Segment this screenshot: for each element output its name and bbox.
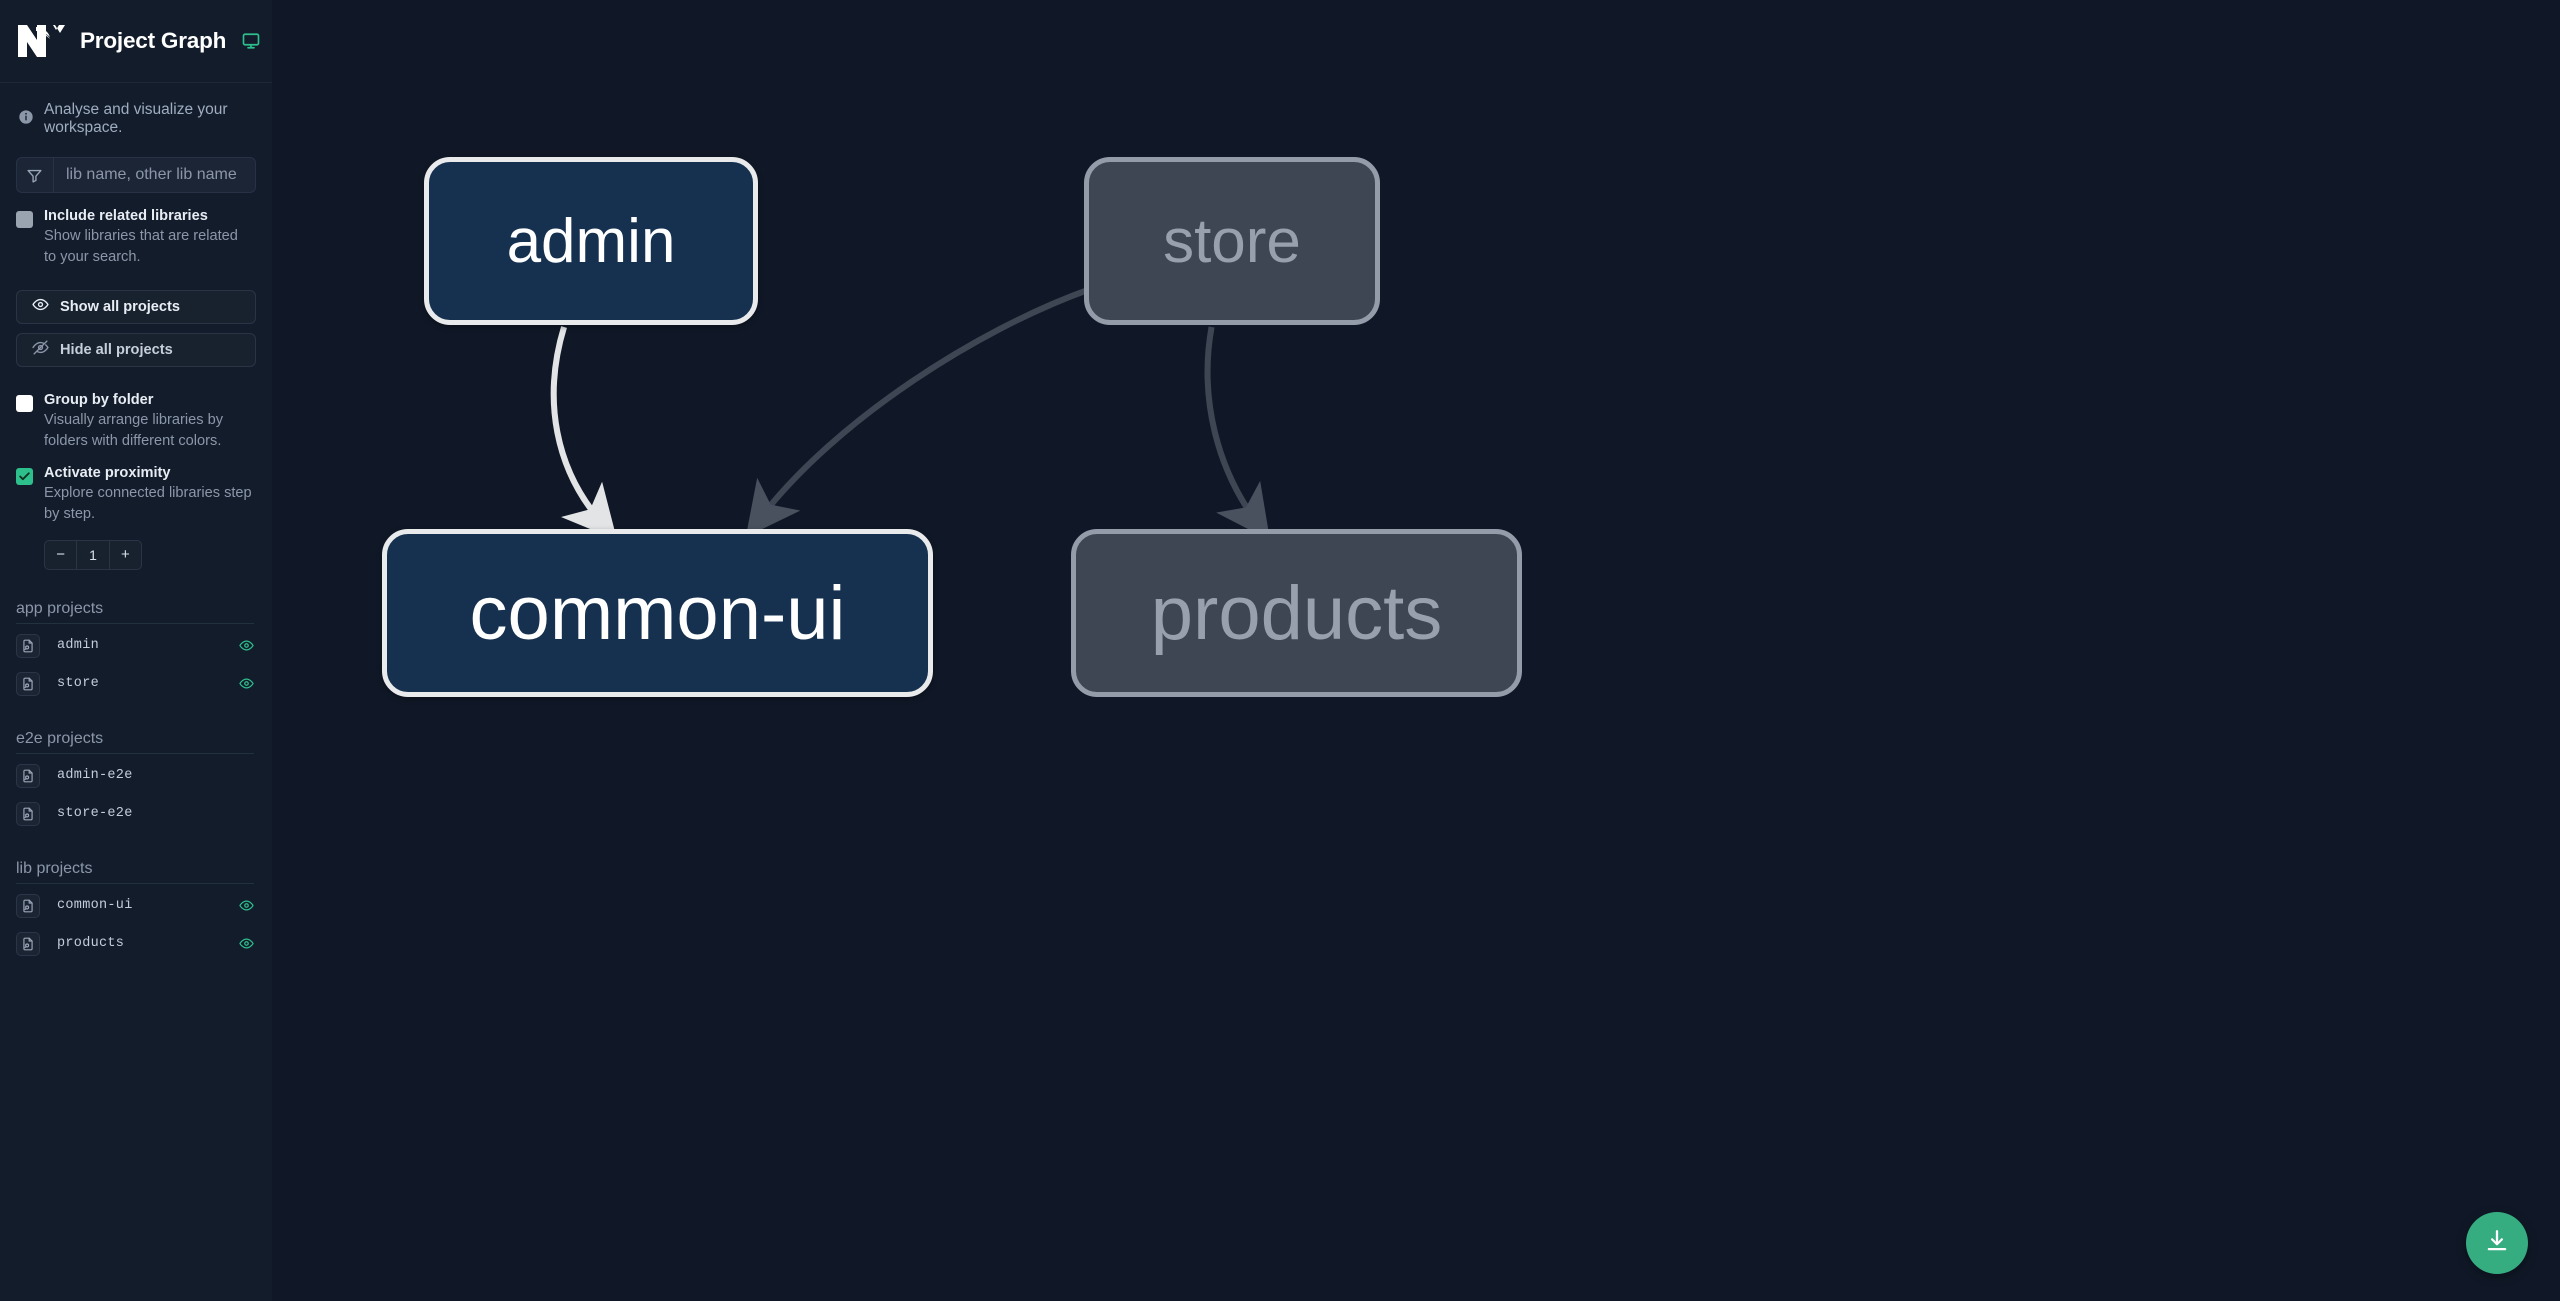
eye-icon[interactable] [239, 898, 254, 913]
download-button[interactable] [2466, 1212, 2528, 1274]
project-name: admin-e2e [57, 768, 133, 784]
graph-node-label: admin [506, 206, 676, 276]
project-row-common-ui[interactable]: common-ui [16, 890, 254, 922]
search-box[interactable] [16, 157, 256, 193]
download-icon [2484, 1228, 2510, 1259]
project-name: store [57, 676, 100, 692]
group-title: e2e projects [16, 729, 104, 747]
option-include-related-libraries[interactable]: Include related libraries Show libraries… [0, 193, 272, 269]
project-file-icon [16, 931, 40, 956]
graph-node-label: store [1163, 206, 1301, 276]
graph-node-products[interactable]: products [1071, 529, 1522, 697]
graph-node-store[interactable]: store [1084, 157, 1380, 325]
sidebar-header: Project Graph [0, 0, 272, 83]
show-all-projects-label: Show all projects [60, 298, 181, 315]
project-row-store-e2e[interactable]: store-e2e [16, 798, 254, 830]
edge-store-to-common-ui [745, 287, 1089, 538]
group-app-projects: app projects admin [0, 600, 272, 700]
project-file-icon [16, 671, 40, 696]
project-file-icon [16, 633, 40, 658]
hide-all-projects-label: Hide all projects [60, 341, 173, 358]
project-file-icon [16, 763, 40, 788]
proximity-decrement-button[interactable]: − [56, 546, 66, 564]
search-input[interactable] [53, 158, 255, 192]
graph-node-common-ui[interactable]: common-ui [382, 529, 933, 697]
monitor-icon[interactable] [242, 32, 260, 50]
include-related-libraries-checkbox[interactable] [16, 211, 33, 228]
activate-proximity-checkbox[interactable] [16, 468, 33, 486]
option-label: Activate proximity [44, 465, 171, 482]
group-title: lib projects [16, 859, 93, 877]
filter-funnel-icon [17, 158, 54, 192]
project-row-admin[interactable]: admin [16, 630, 254, 662]
divider [16, 622, 254, 624]
project-name: common-ui [57, 898, 133, 914]
graph-node-label: products [1150, 570, 1443, 656]
eye-icon[interactable] [239, 936, 254, 951]
tagline-text: Analyse and visualize your workspace. [44, 101, 228, 136]
project-row-store[interactable]: store [16, 668, 254, 700]
graph-edges [550, 287, 1271, 541]
graph-canvas[interactable]: admin store common-ui products [272, 0, 2560, 1301]
project-row-admin-e2e[interactable]: admin-e2e [16, 760, 254, 792]
project-row-products[interactable]: products [16, 928, 254, 960]
proximity-stepper[interactable]: − 1 + [44, 539, 142, 570]
option-description: Show libraries that are related to your … [44, 228, 238, 266]
sidebar: Project Graph Analyse and visualize your… [0, 0, 272, 1301]
eye-icon[interactable] [239, 676, 254, 691]
proximity-value: 1 [76, 540, 108, 569]
option-description: Explore connected libraries step by step… [44, 485, 252, 523]
hide-all-projects-button[interactable]: Hide all projects [16, 332, 256, 367]
eye-icon [32, 296, 49, 317]
eye-off-icon [32, 339, 49, 360]
project-name: products [57, 936, 125, 952]
option-group-by-folder[interactable]: Group by folder Visually arrange librari… [0, 367, 272, 453]
proximity-increment-button[interactable]: + [108, 540, 141, 569]
edge-store-to-products [1204, 326, 1271, 541]
project-file-icon [16, 893, 40, 918]
project-name: store-e2e [57, 806, 133, 822]
graph-node-label: common-ui [469, 570, 846, 656]
divider [16, 752, 254, 754]
option-activate-proximity[interactable]: Activate proximity Explore connected lib… [0, 452, 272, 526]
divider [16, 882, 254, 884]
sidebar-tagline: Analyse and visualize your workspace. [0, 83, 272, 137]
info-circle-icon [18, 109, 34, 130]
project-name: admin [57, 638, 100, 654]
group-by-folder-checkbox[interactable] [16, 394, 33, 412]
option-label: Include related libraries [44, 208, 208, 224]
option-label: Group by folder [44, 391, 154, 408]
show-all-projects-button[interactable]: Show all projects [16, 289, 256, 324]
edge-admin-to-common-ui [550, 326, 618, 541]
eye-icon[interactable] [239, 638, 254, 653]
group-title: app projects [16, 599, 104, 617]
page-title: Project Graph [80, 28, 227, 53]
project-file-icon [16, 801, 40, 826]
group-lib-projects: lib projects common-ui [0, 860, 272, 960]
option-description: Visually arrange libraries by folders wi… [44, 411, 223, 449]
group-e2e-projects: e2e projects admin-e2e [0, 730, 272, 830]
graph-node-admin[interactable]: admin [424, 157, 758, 325]
nx-logo-icon [16, 21, 66, 61]
